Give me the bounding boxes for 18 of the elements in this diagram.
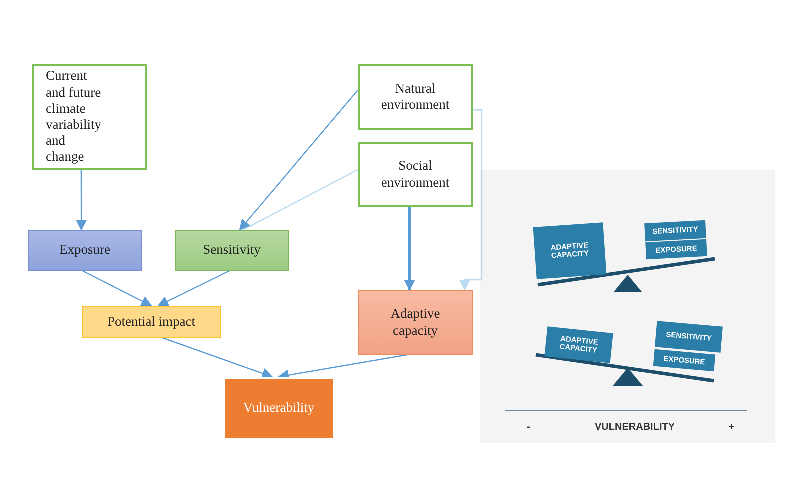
concept-box: Potential impact <box>82 306 221 338</box>
arrow <box>162 337 274 379</box>
concept-box: Vulnerability <box>223 377 335 440</box>
scale-label: - <box>527 422 530 433</box>
sensitivity-box: Sensitivity <box>175 230 289 271</box>
concept-box: Natural environment <box>358 64 473 130</box>
arrow <box>76 170 88 232</box>
arrow <box>460 109 483 292</box>
concept-box: Current and future climate variability and change <box>32 64 147 170</box>
concept-box: Social environment <box>358 142 473 207</box>
scale-label: + <box>729 422 735 433</box>
arrow <box>157 270 230 307</box>
scale-label: VULNERABILITY <box>594 422 676 433</box>
exposure-box: Exposure <box>28 230 142 271</box>
arrow <box>239 90 358 231</box>
concept-box: Adaptive capacity <box>358 290 473 355</box>
arrow <box>404 207 416 292</box>
arrow <box>82 270 152 307</box>
